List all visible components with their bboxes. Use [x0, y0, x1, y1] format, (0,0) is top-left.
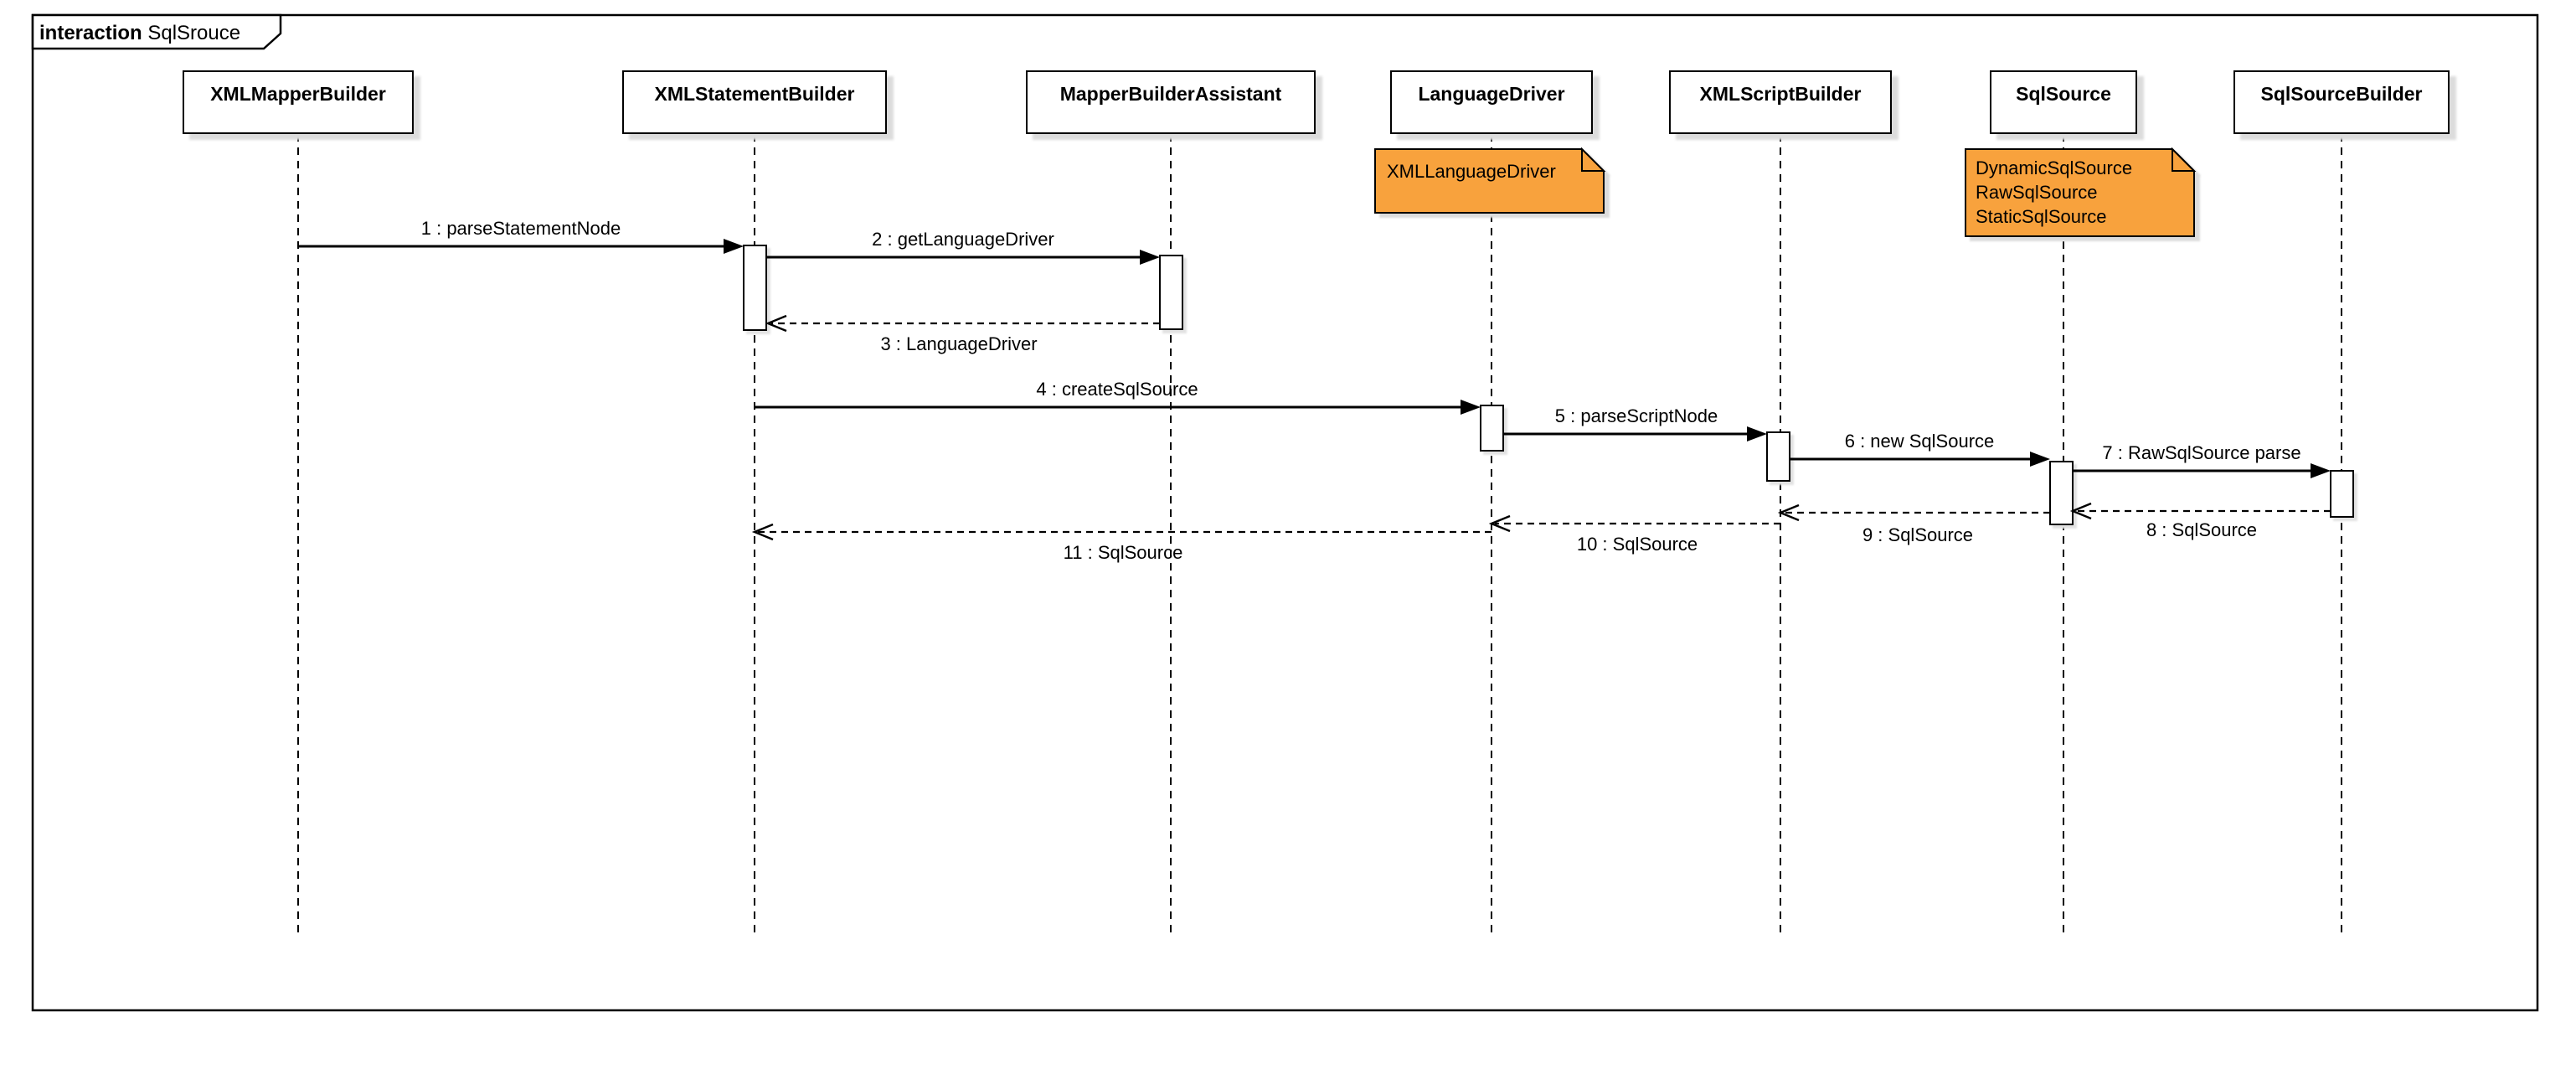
notes — [1374, 147, 2197, 237]
participant-label: XMLStatementBuilder — [654, 83, 855, 105]
participant-xmlstatementbuilder: XMLStatementBuilder — [622, 70, 887, 134]
message-5-label: 5 : parseScriptNode — [1554, 405, 1718, 426]
participant-languagedriver: LanguageDriver — [1390, 70, 1593, 134]
frame-keyword: interaction — [39, 22, 142, 44]
message-7-arrowhead — [2311, 463, 2331, 478]
note-shape-xmllanguagedriver — [1374, 148, 1605, 214]
message-1-arrowhead — [724, 239, 744, 254]
note-fold-sqlsource-impls — [2172, 147, 2197, 172]
note-line: RawSqlSource — [1976, 182, 2098, 203]
message-8-label: 8 : SqlSource — [2146, 519, 2258, 540]
frame-border — [31, 13, 2539, 1012]
participant-label: SqlSource — [2016, 83, 2111, 105]
message-6-arrowhead — [2030, 452, 2050, 467]
participant-label: MapperBuilderAssistant — [1059, 83, 1282, 105]
participant-label: XMLScriptBuilder — [1699, 83, 1862, 105]
activation-bar-sqlsource — [2049, 461, 2074, 525]
message-1-label: 1 : parseStatementNode — [420, 218, 621, 239]
call-arrows — [298, 245, 2312, 472]
participant-xmlscriptbuilder: XMLScriptBuilder — [1669, 70, 1892, 134]
message-9-label: 9 : SqlSource — [1862, 524, 1974, 545]
note-line: DynamicSqlSource — [1976, 157, 2133, 178]
message-2-arrowhead — [1140, 250, 1160, 265]
message-5-arrowhead — [1747, 426, 1767, 441]
call-arrowheads — [724, 239, 2331, 478]
activation-bar-languagedriver — [1480, 405, 1504, 452]
note-line: XMLLanguageDriver — [1387, 161, 1556, 182]
message-6-label: 6 : new SqlSource — [1844, 431, 1995, 452]
participant-label: SqlSourceBuilder — [2260, 83, 2423, 105]
note-line: StaticSqlSource — [1976, 206, 2107, 227]
activation-bar-sqlsourcebuilder — [2330, 470, 2354, 518]
activation-bar-mapperbuilderassistant — [1159, 255, 1183, 330]
note-fold-xmllanguagedriver — [1581, 147, 1606, 172]
participant-label: XMLMapperBuilder — [210, 83, 386, 105]
participant-sqlsourcebuilder: SqlSourceBuilder — [2233, 70, 2450, 134]
participant-sqlsource: SqlSource — [1990, 70, 2137, 134]
frame-title: interaction SqlSrouce — [39, 22, 240, 45]
activation-bars — [743, 245, 2354, 525]
note-xmllanguagedriver: XMLLanguageDriver — [1387, 159, 1556, 183]
message-3-arrowhead — [765, 314, 787, 333]
message-4-label: 4 : createSqlSource — [1036, 379, 1198, 400]
activation-bar-xmlstatementbuilder — [743, 245, 767, 331]
message-2-label: 2 : getLanguageDriver — [872, 229, 1054, 250]
note-shape-sqlsource-impls — [1965, 148, 2195, 237]
message-11-arrowhead — [751, 523, 774, 541]
message-4-arrowhead — [1461, 400, 1481, 415]
message-11-label: 11 : SqlSource — [1063, 542, 1183, 563]
message-3-label: 3 : LanguageDriver — [880, 333, 1038, 354]
message-10-arrowhead — [1488, 514, 1511, 533]
participant-mapperbuilderassistant: MapperBuilderAssistant — [1026, 70, 1316, 134]
message-7-label: 7 : RawSqlSource parse — [2102, 442, 2301, 463]
participant-label: LanguageDriver — [1418, 83, 1565, 105]
note-sqlsource-implementations: DynamicSqlSource RawSqlSource StaticSqlS… — [1976, 156, 2132, 229]
participant-xmlmapperbuilder: XMLMapperBuilder — [183, 70, 414, 134]
message-10-label: 10 : SqlSource — [1576, 534, 1698, 555]
activation-bar-xmlscriptbuilder — [1766, 431, 1790, 482]
message-8-arrowhead — [2069, 502, 2092, 520]
frame-title-tab — [31, 13, 282, 50]
frame-title-text: SqlSrouce — [147, 22, 241, 44]
return-arrowheads — [751, 314, 2092, 541]
return-arrows — [758, 322, 2331, 534]
message-9-arrowhead — [1777, 503, 1800, 522]
